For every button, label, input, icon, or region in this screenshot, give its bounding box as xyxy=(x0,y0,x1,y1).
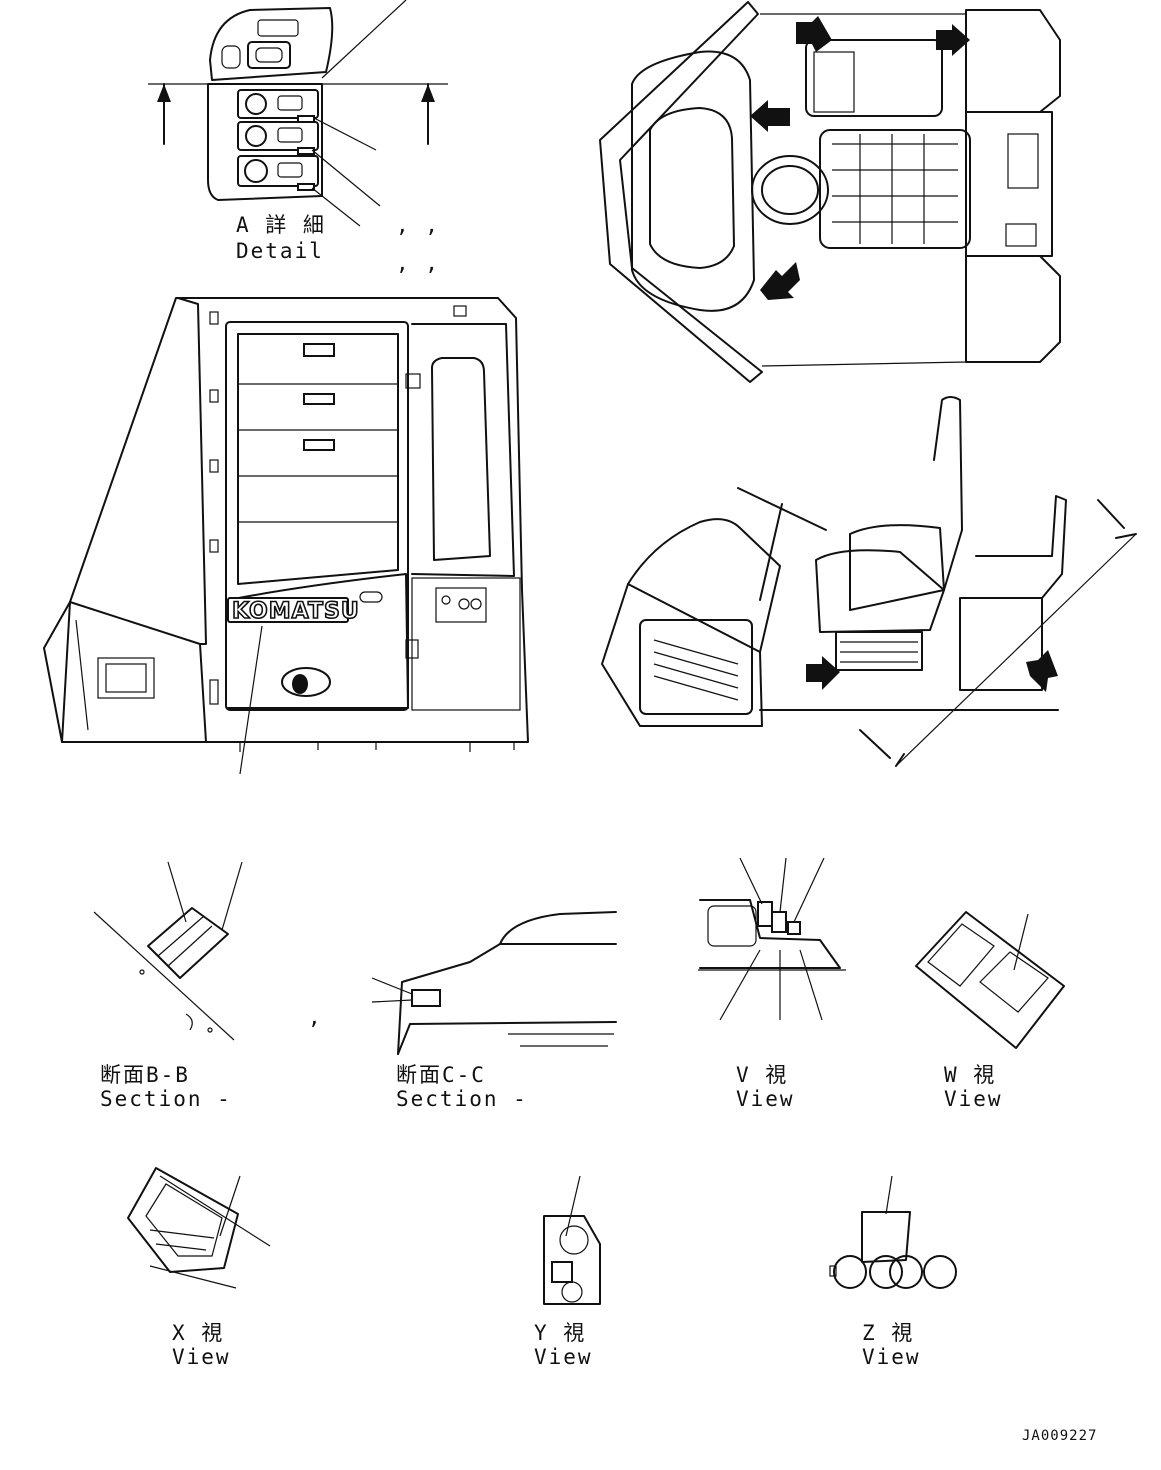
view-z-drawing xyxy=(829,1175,957,1289)
section-c-title: 断面C-C xyxy=(396,1063,486,1087)
cab-exterior-drawing: KOMATSU xyxy=(43,297,529,775)
komatsu-logo: KOMATSU xyxy=(232,599,360,624)
detail-a-marks-1: , , xyxy=(396,213,440,237)
view-y-title: Y 視 xyxy=(534,1321,586,1345)
section-b-subtitle: Section - xyxy=(100,1087,232,1111)
view-v-drawing xyxy=(698,857,846,1021)
section-b-b-drawing xyxy=(93,861,243,1041)
detail-a-title: A 詳 細 xyxy=(236,213,326,237)
view-v-subtitle: View xyxy=(736,1087,795,1111)
view-v-title: V 視 xyxy=(736,1063,788,1087)
view-y-drawing xyxy=(543,1175,601,1305)
view-z-title: Z 視 xyxy=(862,1321,914,1345)
view-x-title: X 視 xyxy=(172,1321,224,1345)
drawing-number: JA009227 xyxy=(1022,1428,1097,1444)
view-x-drawing xyxy=(127,1167,271,1289)
detail-a-marks-2: , , xyxy=(396,251,440,275)
detail-a-subtitle: Detail xyxy=(236,239,324,263)
section-c-c-drawing xyxy=(371,911,617,1055)
view-z-subtitle: View xyxy=(862,1345,921,1369)
view-w-title: W 視 xyxy=(944,1063,996,1087)
detail-a-drawing xyxy=(148,0,448,227)
operator-compartment-side-view xyxy=(601,396,1137,767)
operator-compartment-plan-view xyxy=(599,1,1061,383)
view-w-drawing xyxy=(915,911,1065,1049)
view-x-subtitle: View xyxy=(172,1345,231,1369)
view-y-subtitle: View xyxy=(534,1345,593,1369)
section-c-subtitle: Section - xyxy=(396,1087,528,1111)
stray-mark: , xyxy=(308,1005,323,1029)
section-b-title: 断面B-B xyxy=(100,1063,190,1087)
view-w-subtitle: View xyxy=(944,1087,1003,1111)
